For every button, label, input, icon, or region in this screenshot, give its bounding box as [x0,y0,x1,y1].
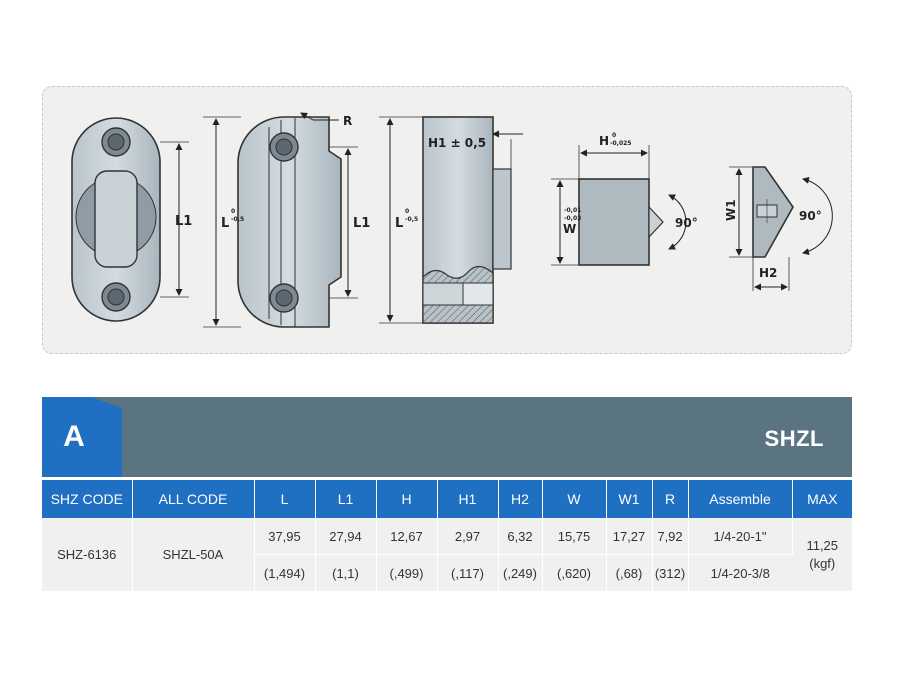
imperial-cell: (,117) [437,554,499,592]
technical-drawing: L1 L 0 -0,5 L1 R [71,112,833,328]
dim-r: R [343,114,352,128]
max-cell: 11,25 (kgf) [792,518,852,592]
col-header: Assemble [688,480,793,518]
metric-cell: 12,67 [376,518,438,555]
section-tab-label: A [63,420,85,453]
section-tab: A [42,397,122,477]
section-view: L 0 -0,5 H1 ± 0,5 [379,116,523,324]
col-header: W1 [606,480,653,518]
col-header: L [254,480,316,518]
dim-w1: W1 [724,199,738,221]
metric-cell: 17,27 [606,518,653,555]
dim-l-right: L [395,216,403,231]
imperial-cell: (1,1) [315,554,377,592]
shz-code-cell: SHZ-6136 [42,518,133,592]
dim-h-tol-top: 0 [612,132,616,139]
top-view: H 0 -0,025 W -0,01 -0,03 90° [551,132,698,266]
dim-l1-front: L1 [175,214,192,229]
col-header: H2 [498,480,543,518]
dim-l-right-tol-bottom: -0,5 [405,216,418,223]
col-header: SHZ CODE [42,480,133,518]
table-row-imperial: (1,494) (1,1) (,499) (,117) (,249) (,620… [42,554,852,592]
imperial-cell: (1,494) [254,554,316,592]
col-header: ALL CODE [132,480,255,518]
assemble-cell: 1/4-20-1" [688,518,793,555]
dim-h-tol-bottom: -0,025 [610,140,631,147]
front-view: L1 [71,117,192,322]
col-header: H1 [437,480,499,518]
assemble-cell: 1/4-20-3/8 [688,554,792,592]
col-header: R [652,480,689,518]
dim-w-tol-bottom: -0,03 [564,215,581,222]
dim-l-side-tol-top: 0 [231,208,235,215]
product-name: SHZL [764,426,824,451]
col-header: MAX [792,480,852,518]
col-header: W [542,480,607,518]
imperial-cell: (,499) [376,554,438,592]
max-value: 11,25 [806,537,839,553]
all-code-cell: SHZL-50A [132,518,255,592]
dim-angle-top-view: 90° [675,216,698,230]
col-header: L1 [315,480,377,518]
dim-h2: H2 [759,266,777,280]
max-unit: (kgf) [809,555,836,571]
dim-l-side: L [221,216,229,231]
imperial-cell: (,249) [498,554,543,592]
dim-w: W [563,222,576,236]
imperial-cell: (312) [652,554,689,592]
table-row-metric: SHZ-6136 SHZL-50A 37,95 27,94 12,67 2,97… [42,518,852,592]
dim-l-right-tol-top: 0 [405,208,409,215]
spec-table: SHZ CODE ALL CODE L L1 H H1 H2 W W1 R As… [42,480,852,592]
dim-l1-side: L1 [353,216,370,231]
end-view: W1 H2 90° [724,166,833,291]
dim-h: H [599,134,609,148]
side-view: L 0 -0,5 L1 R [203,112,370,328]
dim-angle-end-view: 90° [799,209,822,223]
metric-cell: 7,92 [652,518,689,555]
metric-cell: 37,95 [254,518,316,555]
col-header: H [376,480,438,518]
metric-cell: 15,75 [542,518,607,555]
dim-w-tol-top: -0,01 [564,207,581,214]
product-header-bar: SHZL [42,397,852,477]
imperial-cell: (,68) [606,554,653,592]
dim-l-side-tol-bottom: -0,5 [231,216,244,223]
metric-cell: 6,32 [498,518,543,555]
dim-h1: H1 ± 0,5 [428,136,486,150]
imperial-cell: (,620) [542,554,607,592]
metric-cell: 2,97 [437,518,499,555]
metric-cell: 27,94 [315,518,377,555]
technical-drawing-panel: L1 L 0 -0,5 L1 R [42,86,852,354]
table-header-row: SHZ CODE ALL CODE L L1 H H1 H2 W W1 R As… [42,480,852,518]
